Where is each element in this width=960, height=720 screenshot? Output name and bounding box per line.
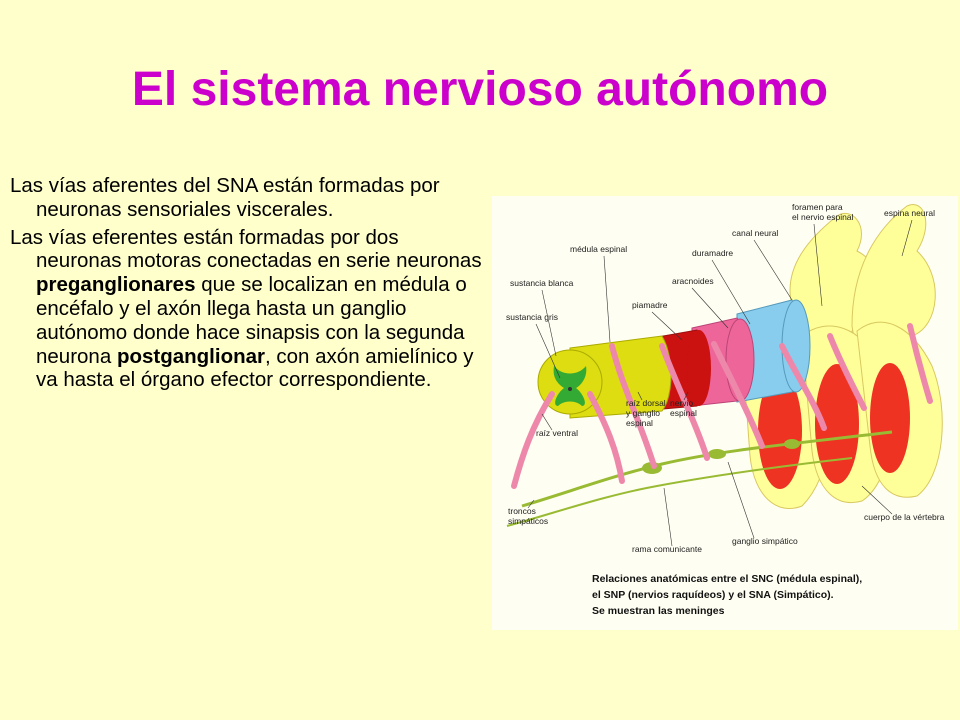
label-rama-comunicante: rama comunicante	[632, 544, 702, 554]
vertebral-bodies	[758, 363, 910, 489]
paragraph-efferent: Las vías eferentes están formadas por do…	[10, 226, 488, 393]
label-aracnoides: aracnoides	[672, 276, 714, 286]
anatomy-figure: foramen para el nervio espinal espina ne…	[492, 196, 958, 630]
paragraph-afferent: Las vías aferentes del SNA están formada…	[10, 174, 488, 222]
label-cuerpo-vertebra: cuerpo de la vértebra	[864, 512, 945, 522]
label-raiz-ventral: raíz ventral	[536, 428, 578, 438]
label-nervio-2: espinal	[670, 408, 697, 418]
label-sustancia-blanca: sustancia blanca	[510, 278, 574, 288]
label-piamadre: piamadre	[632, 300, 668, 310]
label-sustancia-gris: sustancia gris	[506, 312, 558, 322]
label-foramen-1: foramen para	[792, 202, 843, 212]
label-medula-espinal: médula espinal	[570, 244, 627, 254]
slide-title: El sistema nervioso autónomo	[131, 63, 829, 116]
efferent-text-3: , con axón amielínico y va hasta el órga…	[36, 344, 474, 392]
body-text: Las vías aferentes del SNA están formada…	[10, 174, 488, 396]
label-ganglio-simpatico: ganglio simpático	[732, 536, 798, 546]
leader-lines	[527, 219, 913, 547]
figure-labels: foramen para el nervio espinal espina ne…	[506, 202, 945, 554]
label-canal-neural: canal neural	[732, 228, 778, 238]
caption-line-1: Relaciones anatómicas entre el SNC (médu…	[592, 573, 862, 585]
efferent-text-1: Las vías eferentes están formadas por do…	[10, 225, 482, 273]
spinal-nerves	[511, 323, 933, 489]
label-troncos-2: simpáticos	[508, 516, 548, 526]
spinal-anatomy-diagram: foramen para el nervio espinal espina ne…	[506, 202, 945, 617]
efferent-text-2: que se localizan en médula o encéfalo y …	[36, 273, 467, 368]
vertebrae	[741, 204, 943, 509]
caption-line-3: Se muestran las meninges	[592, 605, 725, 617]
label-raiz-dorsal-3: espinal	[626, 418, 653, 428]
label-troncos-1: troncos	[508, 506, 536, 516]
term-preganglionares: preganglionares	[36, 273, 196, 297]
term-postganglionar: postganglionar	[116, 344, 265, 368]
label-raiz-dorsal-2: y ganglio	[626, 408, 660, 418]
label-duramadre: duramadre	[692, 248, 733, 258]
label-raiz-dorsal-1: raíz dorsal	[626, 398, 666, 408]
label-espina-neural: espina neural	[884, 208, 935, 218]
caption-line-2: el SNP (nervios raquídeos) y el SNA (Sim…	[592, 589, 834, 601]
figure-caption: Relaciones anatómicas entre el SNC (médu…	[592, 573, 862, 617]
label-foramen-2: el nervio espinal	[792, 212, 854, 222]
label-nervio-1: nervio	[670, 398, 693, 408]
paragraph-afferent-text: Las vías aferentes del SNA están formada…	[10, 174, 440, 221]
